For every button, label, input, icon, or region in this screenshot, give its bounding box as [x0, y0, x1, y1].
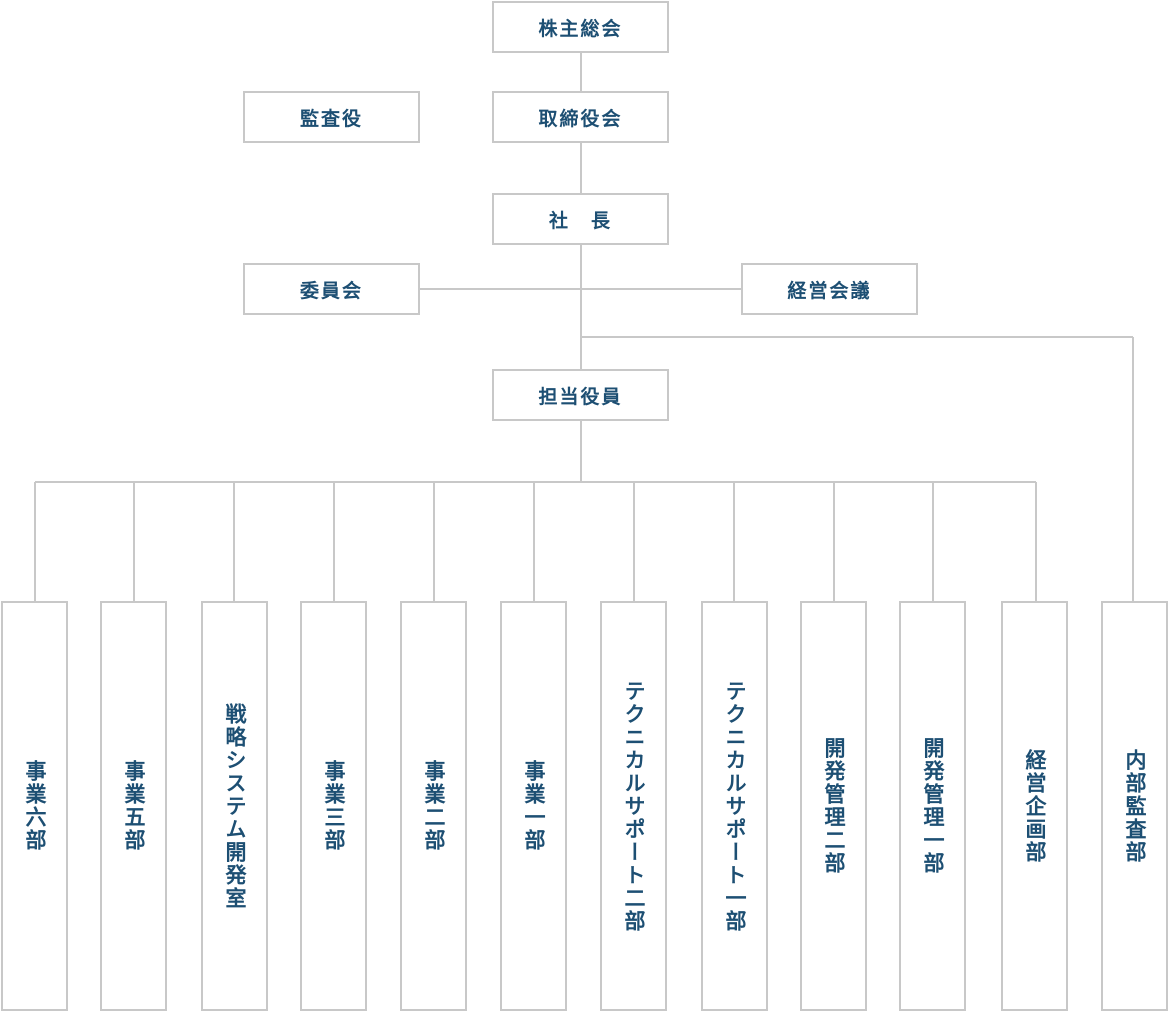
president-box: 社 長 [492, 193, 669, 245]
dept-box-8: テクニカルサポート一部 [701, 601, 768, 1011]
dept-box-3: 戦略システム開発室 [201, 601, 268, 1011]
dept-label-1: 事業六部 [23, 760, 47, 852]
dept-label-12: 内部監査部 [1123, 748, 1147, 864]
dept-box-2: 事業五部 [100, 601, 167, 1011]
dept-label-11: 経営企画部 [1023, 748, 1047, 864]
dept-box-5: 事業二部 [400, 601, 467, 1011]
dept-box-4: 事業三部 [300, 601, 367, 1011]
dept-box-7: テクニカルサポート二部 [600, 601, 667, 1011]
dept-box-12: 内部監査部 [1101, 601, 1168, 1011]
president-label: 社 長 [548, 209, 612, 232]
board-of-directors-label: 取締役会 [538, 107, 623, 130]
dept-box-9: 開発管理二部 [800, 601, 867, 1011]
officer-in-charge-label: 担当役員 [538, 385, 623, 408]
dept-label-7: テクニカルサポート二部 [622, 679, 646, 933]
auditor-label: 監査役 [299, 107, 363, 130]
auditor-box: 監査役 [243, 91, 420, 143]
dept-box-11: 経営企画部 [1001, 601, 1068, 1011]
committee-box: 委員会 [243, 263, 420, 315]
management-meeting-box: 経営会議 [741, 263, 918, 315]
dept-box-1: 事業六部 [1, 601, 68, 1011]
dept-label-9: 開発管理二部 [822, 737, 846, 875]
dept-label-10: 開発管理一部 [921, 737, 945, 875]
dept-label-2: 事業五部 [122, 760, 146, 852]
board-of-directors-box: 取締役会 [492, 91, 669, 143]
officer-in-charge-box: 担当役員 [492, 369, 669, 421]
dept-label-8: テクニカルサポート一部 [723, 679, 747, 933]
dept-box-10: 開発管理一部 [899, 601, 966, 1011]
dept-label-4: 事業三部 [322, 760, 346, 852]
committee-label: 委員会 [299, 279, 363, 302]
dept-label-5: 事業二部 [422, 760, 446, 852]
dept-label-3: 戦略システム開発室 [223, 702, 247, 910]
shareholders-meeting-label: 株主総会 [538, 17, 623, 40]
dept-box-6: 事業一部 [500, 601, 567, 1011]
dept-label-6: 事業一部 [522, 760, 546, 852]
shareholders-meeting-box: 株主総会 [492, 1, 669, 53]
management-meeting-label: 経営会議 [787, 279, 872, 302]
